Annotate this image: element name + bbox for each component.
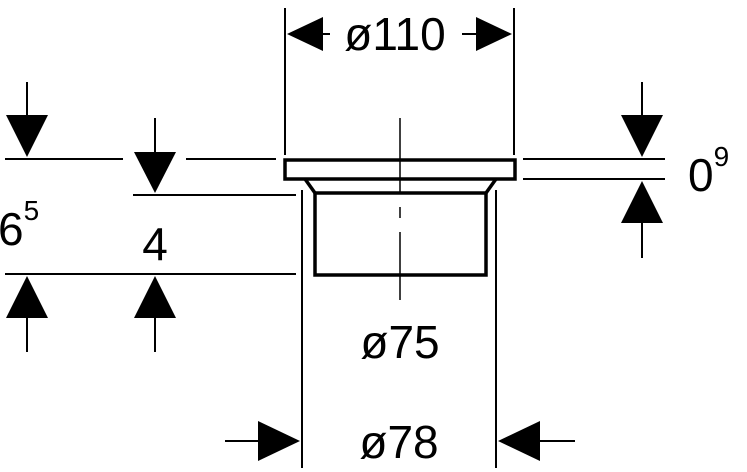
left-height-label: 65: [0, 195, 39, 255]
flange-thickness-label: 09: [688, 141, 729, 201]
dim-inner-height: 4: [134, 118, 176, 352]
arrow-down-icon: [6, 115, 48, 157]
dim-top-diameter: ø110: [284, 8, 515, 155]
inner-diameter-label: ø75: [360, 316, 439, 368]
arrow-up-icon: [621, 181, 663, 223]
arrow-left-icon: [287, 17, 323, 51]
left-reference-lines: [5, 158, 296, 275]
pipe-fitting-outline: [283, 118, 517, 300]
top-diameter-label: ø110: [344, 8, 445, 60]
flange-thickness-base: 0: [688, 149, 714, 201]
taper: [303, 177, 498, 195]
arrow-up-icon: [6, 276, 48, 318]
dim-left-height: 65: [0, 82, 48, 352]
arrow-right-icon: [498, 421, 540, 461]
bottom-diameter-label: ø78: [359, 416, 438, 468]
dim-bottom-diameter: ø78: [225, 190, 575, 468]
arrow-down-icon: [621, 115, 663, 157]
arrow-down-icon: [134, 152, 176, 193]
dim-flange-thickness: 09: [523, 82, 729, 258]
left-height-base: 6: [0, 203, 24, 255]
inner-height-label: 4: [142, 218, 168, 270]
flange-thickness-sup: 9: [714, 141, 730, 172]
left-height-sup: 5: [24, 195, 40, 226]
arrow-left-icon: [258, 421, 300, 461]
arrow-up-icon: [134, 276, 176, 318]
arrow-right-icon: [476, 17, 512, 51]
